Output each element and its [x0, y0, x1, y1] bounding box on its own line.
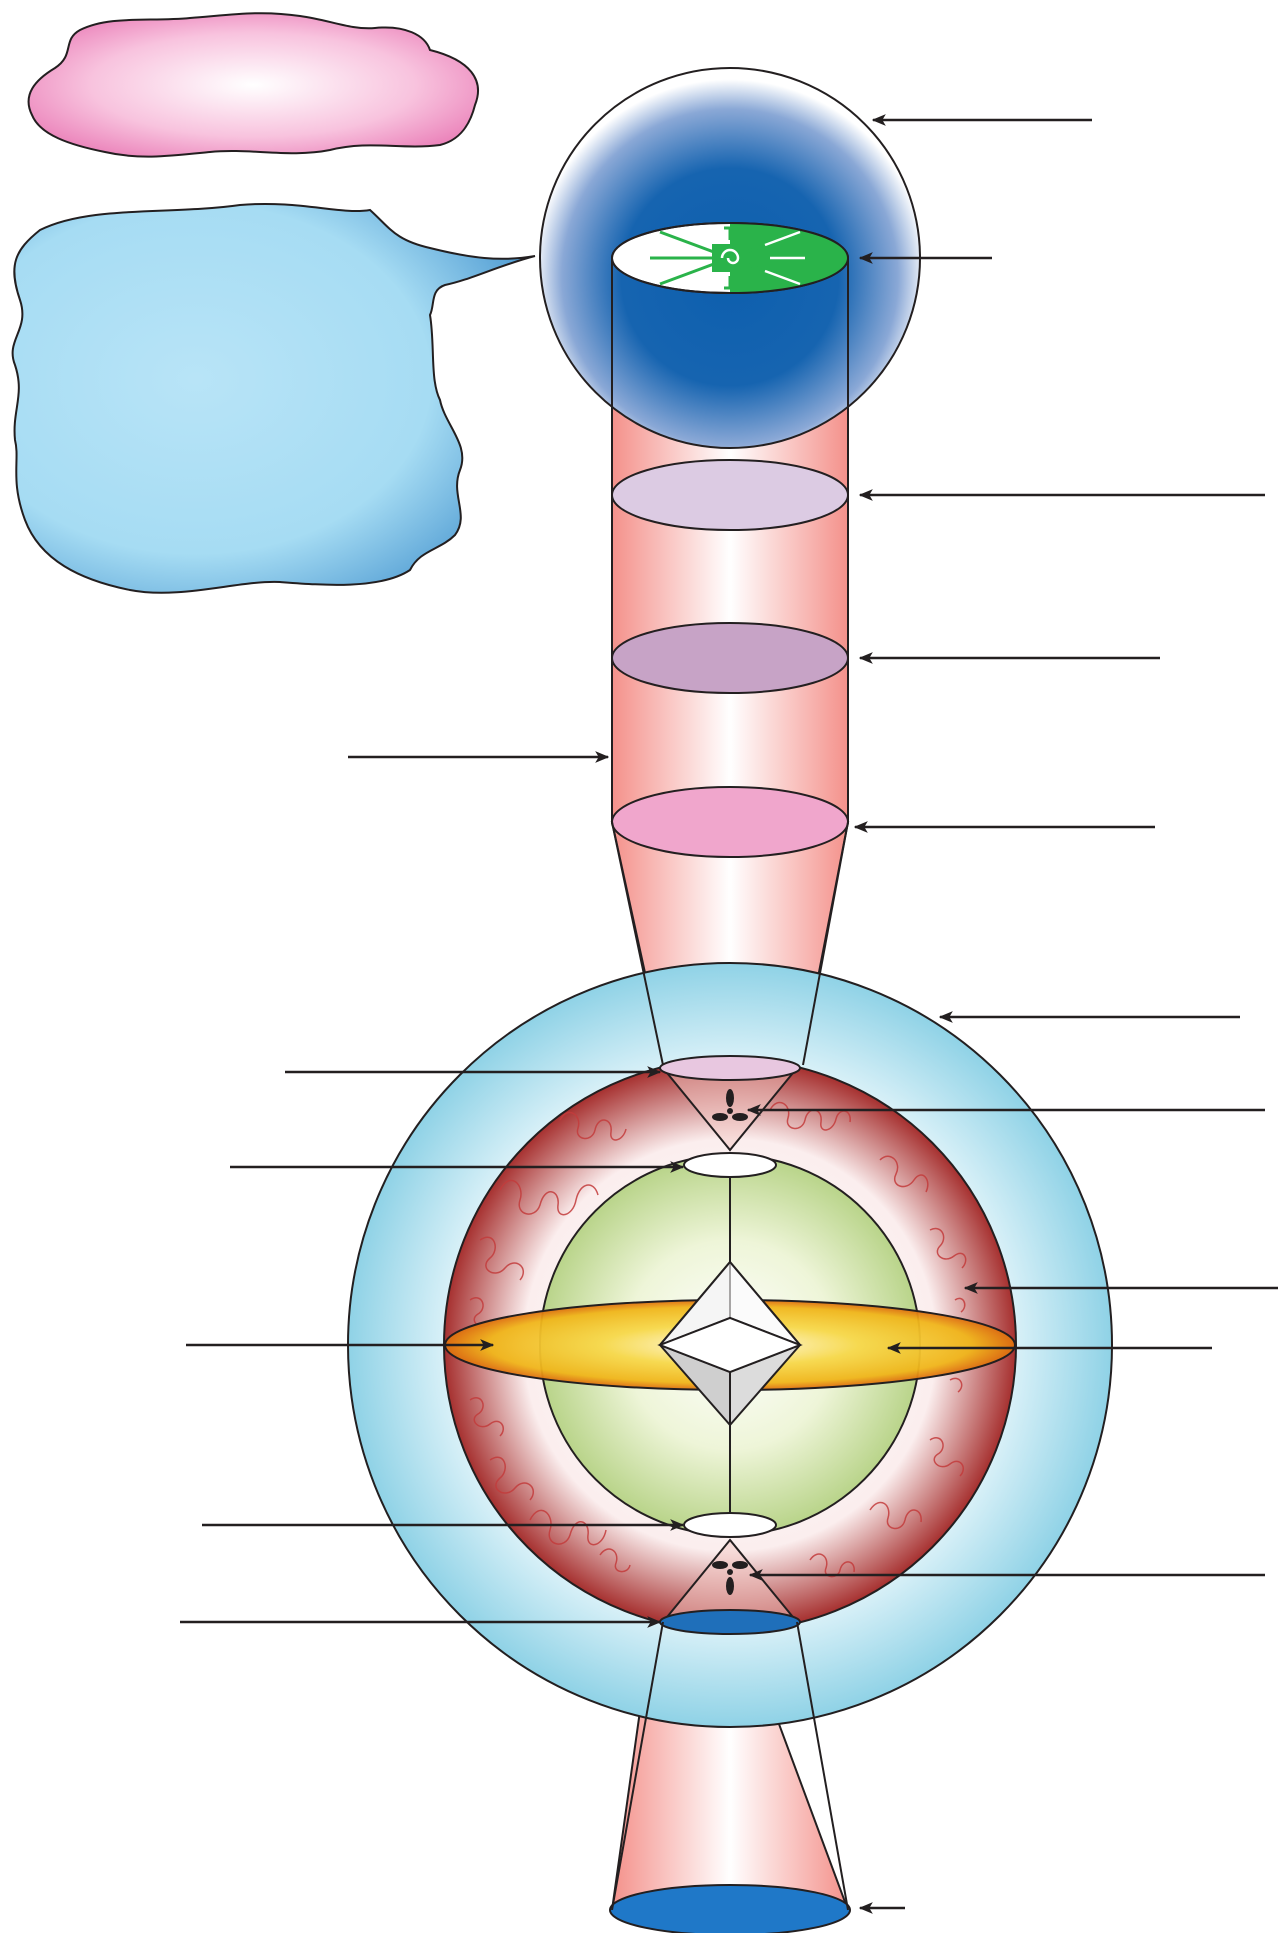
upper-white-disc [684, 1153, 776, 1177]
bottom-blue-disc [610, 1885, 850, 1933]
column-disc-lavender [612, 460, 848, 530]
column-disc-pink [612, 787, 848, 857]
pink-cloud-shape [29, 13, 478, 156]
upper-cone-mouth-disc [660, 1056, 800, 1080]
lower-cone-mouth-disc [660, 1610, 800, 1634]
lower-white-disc [684, 1513, 776, 1537]
column-disc-purple [612, 623, 848, 693]
blue-cloud-shape [13, 204, 535, 593]
